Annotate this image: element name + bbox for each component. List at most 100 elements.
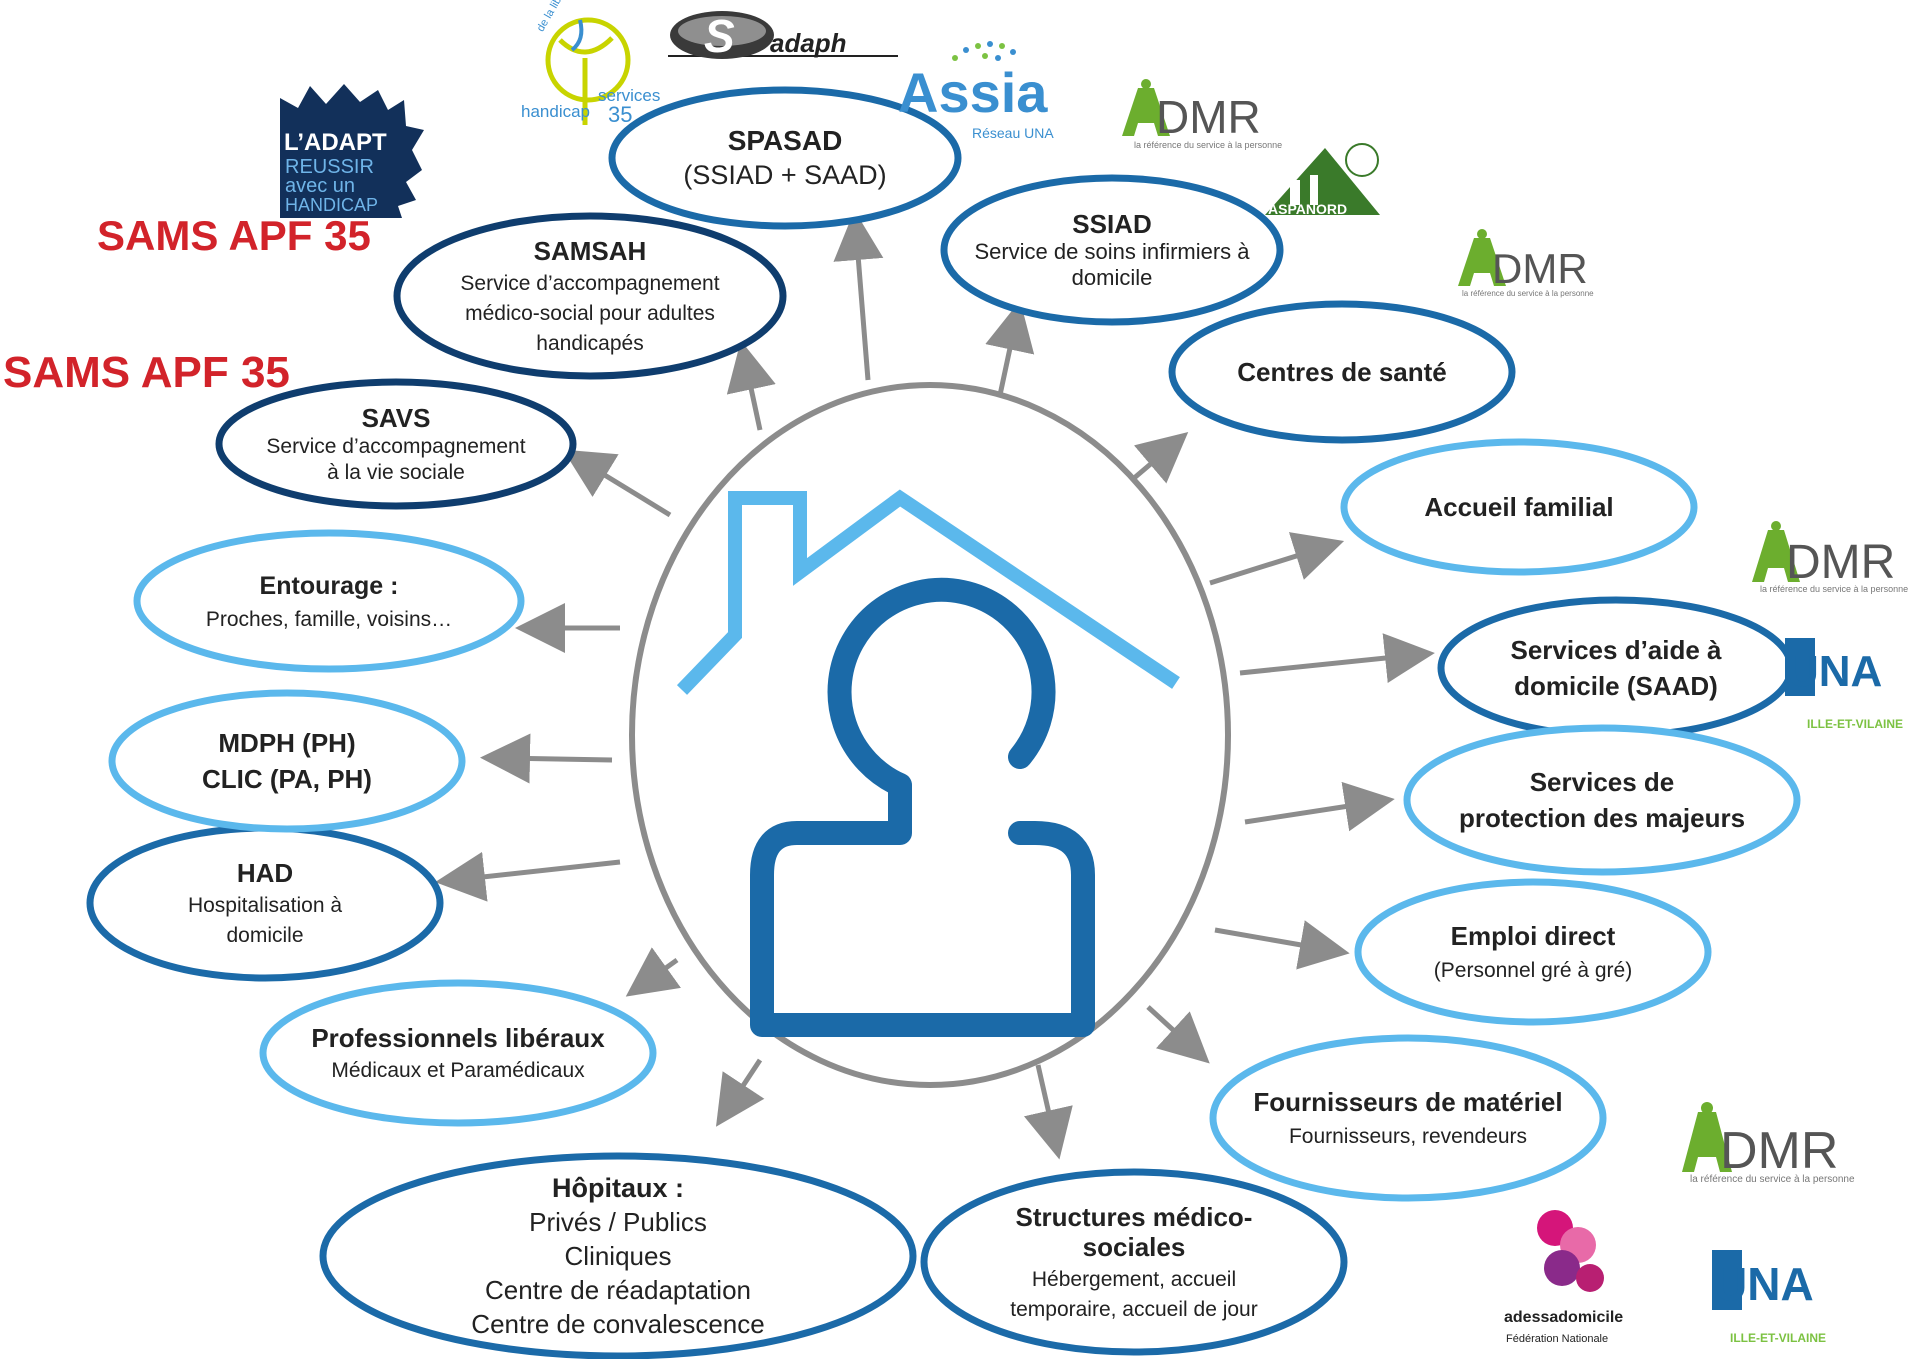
arrow-emploi bbox=[1214, 920, 1350, 970]
node-subtitle: Proches, famille, voisins… bbox=[206, 608, 452, 631]
node-title: Centres de santé bbox=[1237, 357, 1447, 387]
una-logo-1-region: ILLE-ET-VILAINE bbox=[1807, 717, 1903, 731]
assia-logo-name: Assia bbox=[898, 61, 1048, 124]
una-logo-1-name: UNA bbox=[1787, 647, 1882, 696]
admr-logo-3-tagline: la référence du service à la personne bbox=[1760, 584, 1908, 594]
assia-logo-network: Réseau UNA bbox=[972, 125, 1054, 141]
una-logo-2-name: UNA bbox=[1714, 1258, 1814, 1310]
node-emploi-direct: Emploi direct (Personnel gré à gré) bbox=[1354, 878, 1712, 1026]
handicap-services-number: 35 bbox=[608, 102, 632, 127]
sadaph-logo: S adaph bbox=[668, 10, 898, 62]
node-subtitle: à la vie sociale bbox=[327, 461, 465, 484]
arrow-ssiad bbox=[985, 300, 1035, 396]
node-ellipse bbox=[1354, 878, 1712, 1026]
node-ellipse bbox=[940, 174, 1284, 326]
arrow-spasad bbox=[833, 210, 884, 381]
node-title: sociales bbox=[1083, 1232, 1186, 1262]
node-centres-sante: Centres de santé bbox=[1168, 300, 1516, 444]
node-title: Services d’aide à bbox=[1510, 635, 1722, 665]
ladapt-logo-line3: avec un bbox=[285, 175, 355, 197]
arrow-samsah bbox=[726, 340, 776, 431]
node-title: SSIAD bbox=[1072, 209, 1151, 239]
node-title: SPASAD bbox=[728, 125, 843, 156]
arrow-liberaux bbox=[625, 947, 681, 997]
node-subtitle: Hébergement, accueil bbox=[1032, 1268, 1236, 1291]
arrow-protection bbox=[1244, 781, 1395, 832]
una-logo-2-region: ILLE-ET-VILAINE bbox=[1730, 1331, 1826, 1345]
node-title: Fournisseurs de matériel bbox=[1253, 1087, 1562, 1117]
node-subtitle: Centre de convalescence bbox=[471, 1309, 764, 1339]
admr-logo-4: DMR la référence du service à la personn… bbox=[1682, 1102, 1855, 1185]
arrow-savs bbox=[562, 449, 672, 518]
handicap-services-word1: handicap bbox=[521, 102, 590, 121]
node-subtitle: Service d’accompagnement bbox=[460, 272, 719, 295]
node-subtitle: (SSIAD + SAAD) bbox=[683, 160, 886, 190]
handicap-services-logo: de la liberté en plus handicap services … bbox=[521, 0, 660, 127]
node-title: protection des majeurs bbox=[1459, 803, 1745, 833]
arrow-mdph bbox=[480, 733, 613, 784]
node-subtitle: Centre de réadaptation bbox=[485, 1275, 751, 1305]
node-saad: Services d’aide à domicile (SAAD) bbox=[1437, 596, 1795, 740]
node-hopitaux: Hôpitaux :Privés / PublicsCliniquesCentr… bbox=[319, 1152, 917, 1360]
node-ellipse bbox=[920, 1168, 1348, 1356]
adessadomicile-logo-name: adessadomicile bbox=[1504, 1309, 1623, 1326]
node-subtitle: (Personnel gré à gré) bbox=[1434, 959, 1632, 982]
node-subtitle: Cliniques bbox=[565, 1241, 672, 1271]
node-ellipse bbox=[1437, 596, 1795, 740]
handicap-services-word2: services bbox=[598, 86, 660, 105]
node-title: SAVS bbox=[362, 403, 431, 433]
node-subtitle: temporaire, accueil de jour bbox=[1010, 1298, 1257, 1321]
sadaph-logo-initial: S bbox=[704, 10, 735, 62]
node-subtitle: Hospitalisation à bbox=[188, 894, 342, 917]
ladapt-logo-line2: REUSSIR bbox=[285, 156, 374, 178]
node-subtitle: domicile bbox=[1072, 265, 1153, 290]
node-subtitle: Service d’accompagnement bbox=[266, 435, 525, 458]
sadaph-logo-text: adaph bbox=[770, 28, 847, 58]
admr-logo-2: DMR la référence du service à la personn… bbox=[1458, 229, 1594, 298]
admr-logo-1-tagline: la référence du service à la personne bbox=[1134, 140, 1282, 150]
node-title: Structures médico- bbox=[1016, 1202, 1253, 1232]
node-subtitle: Privés / Publics bbox=[529, 1207, 707, 1237]
node-title: domicile (SAAD) bbox=[1514, 671, 1718, 701]
house-icon bbox=[676, 489, 1180, 695]
ladapt-logo: L’ADAPT REUSSIR avec un HANDICAP bbox=[280, 84, 424, 218]
arrow-structures bbox=[1023, 1064, 1073, 1160]
admr-logo-1: DMR la référence du service à la personn… bbox=[1122, 79, 1282, 150]
node-title: MDPH (PH) bbox=[218, 728, 355, 758]
node-title: Professionnels libéraux bbox=[311, 1023, 605, 1053]
aspanord-logo: ASPANORD bbox=[1265, 143, 1380, 217]
arrow-fournisseurs bbox=[1146, 1005, 1210, 1064]
aspanord-logo-name: ASPANORD bbox=[1268, 201, 1347, 217]
node-ellipse bbox=[319, 1152, 917, 1360]
admr-logo-2-tagline: la référence du service à la personne bbox=[1462, 289, 1594, 298]
node-ellipse bbox=[133, 529, 525, 673]
una-logo-2: UNA ILLE-ET-VILAINE bbox=[1712, 1250, 1826, 1345]
admr-logo-4-name: DMR bbox=[1720, 1122, 1838, 1180]
node-ellipse bbox=[608, 86, 962, 230]
una-logo-1: UNA ILLE-ET-VILAINE bbox=[1785, 638, 1903, 731]
node-title: Accueil familial bbox=[1424, 492, 1613, 522]
arrow-had bbox=[435, 851, 621, 902]
node-subtitle: Médicaux et Paramédicaux bbox=[331, 1059, 585, 1082]
ladapt-logo-line4: HANDICAP bbox=[285, 195, 378, 215]
node-title: Emploi direct bbox=[1451, 921, 1616, 951]
arrow-accueil-familial bbox=[1209, 532, 1345, 586]
sams-apf-logo-bottom: SAMS APF 35 bbox=[3, 348, 290, 397]
sams-apf-logo-top: SAMS APF 35 bbox=[97, 212, 371, 259]
admr-logo-4-tagline: la référence du service à la personne bbox=[1690, 1174, 1855, 1185]
node-ellipse bbox=[259, 979, 657, 1127]
node-title: SAMSAH bbox=[534, 236, 647, 266]
arrow-saad bbox=[1239, 633, 1435, 683]
adessadomicile-logo: adessadomicile Fédération Nationale bbox=[1504, 1210, 1623, 1345]
node-accueil-familial: Accueil familial bbox=[1340, 438, 1698, 576]
node-ellipse bbox=[1340, 438, 1698, 576]
